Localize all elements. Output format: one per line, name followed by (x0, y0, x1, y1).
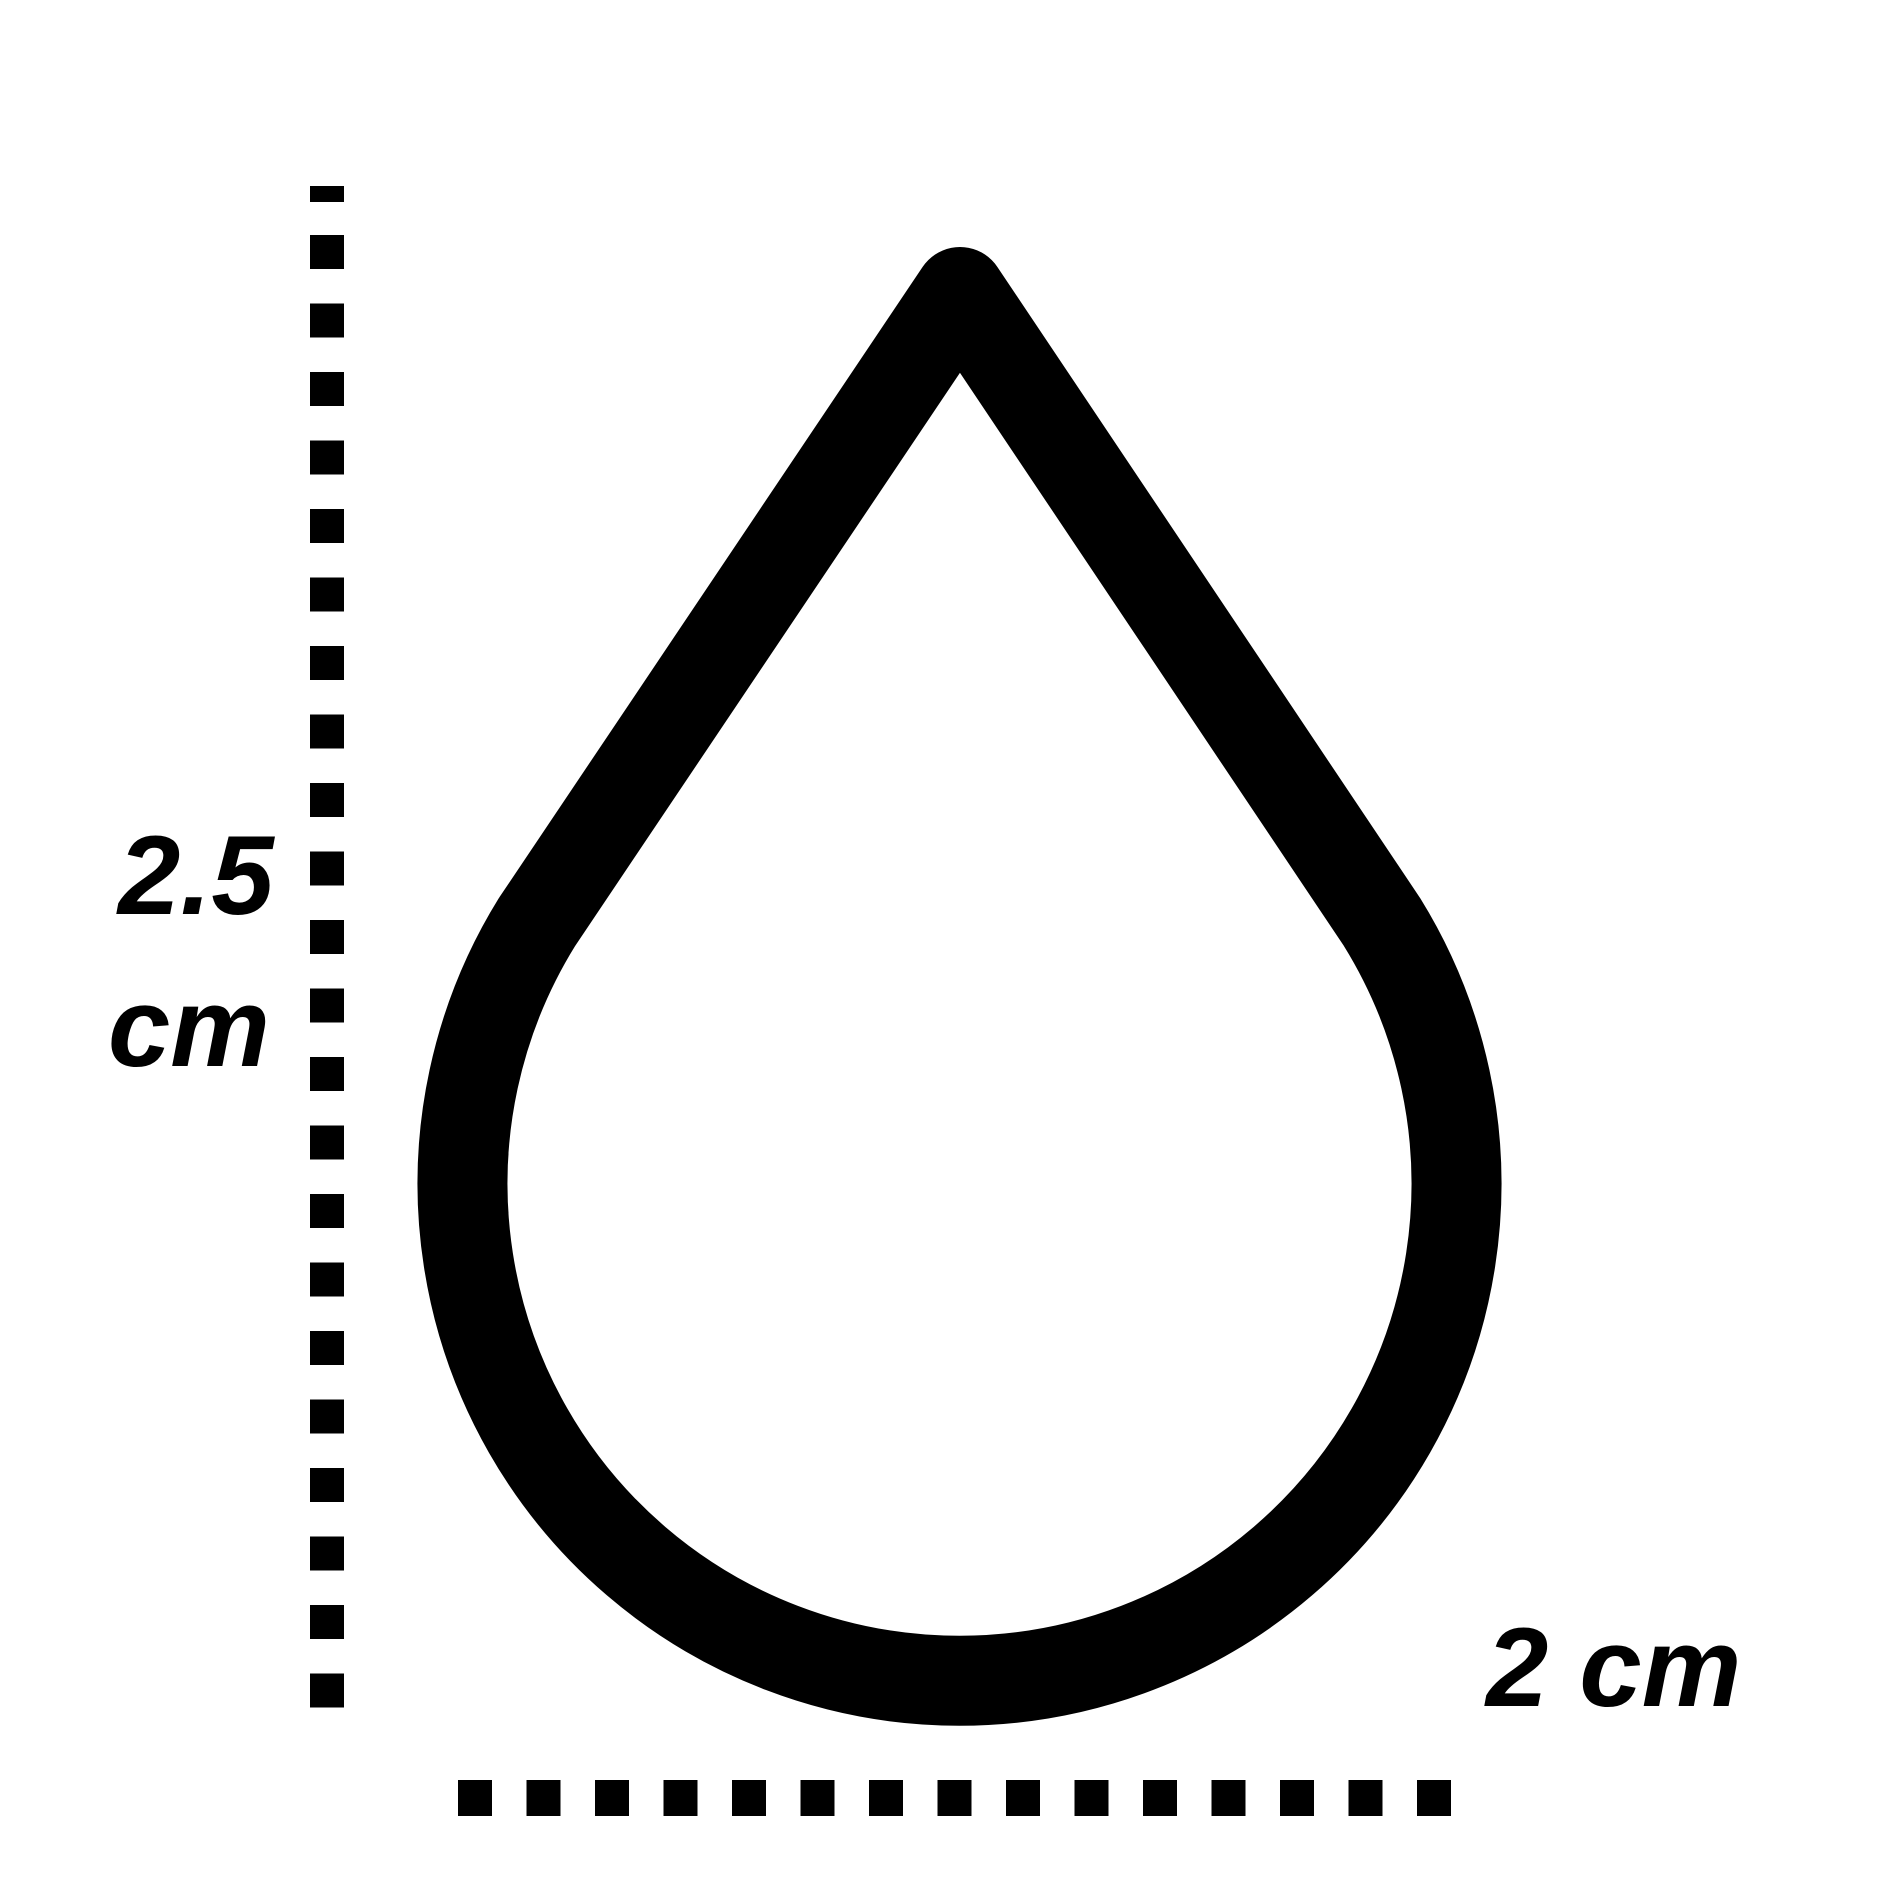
dimension-dot (458, 1780, 492, 1816)
dimension-dot (1280, 1780, 1314, 1816)
dimension-dot (937, 1780, 972, 1816)
dimension-dot (310, 1673, 344, 1708)
dimension-dot (310, 1194, 344, 1228)
dimension-dot (310, 1399, 344, 1434)
dimension-dot (310, 577, 344, 612)
dimension-dot (310, 1331, 344, 1365)
dimension-dot (310, 920, 344, 954)
dimension-dot (310, 1468, 344, 1502)
vertical-dimension-line (310, 186, 344, 1708)
dimension-dot (310, 1605, 344, 1639)
dimension-dot (1074, 1780, 1109, 1816)
dimension-dot (310, 1057, 344, 1091)
height-dimension-unit: cm (108, 965, 270, 1090)
dimension-dot (310, 1536, 344, 1571)
dimension-dot (310, 440, 344, 475)
dimension-dot (1211, 1780, 1246, 1816)
dimension-dot (310, 303, 344, 338)
dimension-dot (310, 235, 344, 269)
dimension-dot (310, 1262, 344, 1297)
dimension-dot (310, 714, 344, 749)
dimension-dot (310, 783, 344, 817)
dimension-dot (732, 1780, 766, 1816)
dimension-dot (663, 1780, 698, 1816)
dimension-dot (800, 1780, 835, 1816)
dimension-dot (526, 1780, 561, 1816)
dimension-dot (310, 509, 344, 543)
dimension-dot (310, 186, 344, 202)
dimension-dot (310, 372, 344, 406)
dimension-dot (1006, 1780, 1040, 1816)
dimension-dot (310, 851, 344, 886)
horizontal-dimension-line (458, 1780, 1451, 1816)
dimension-dot (595, 1780, 629, 1816)
height-dimension-value: 2.5 (118, 813, 274, 938)
dimension-dot (310, 988, 344, 1023)
dimension-dot (1143, 1780, 1177, 1816)
dimension-dot (310, 1125, 344, 1160)
drop-outline (417, 247, 1502, 1726)
dimension-dot (310, 646, 344, 680)
width-dimension-label: 2 cm (1486, 1605, 1742, 1730)
dimension-dot (869, 1780, 903, 1816)
dimension-dot (1417, 1780, 1451, 1816)
dimension-dot (1348, 1780, 1383, 1816)
